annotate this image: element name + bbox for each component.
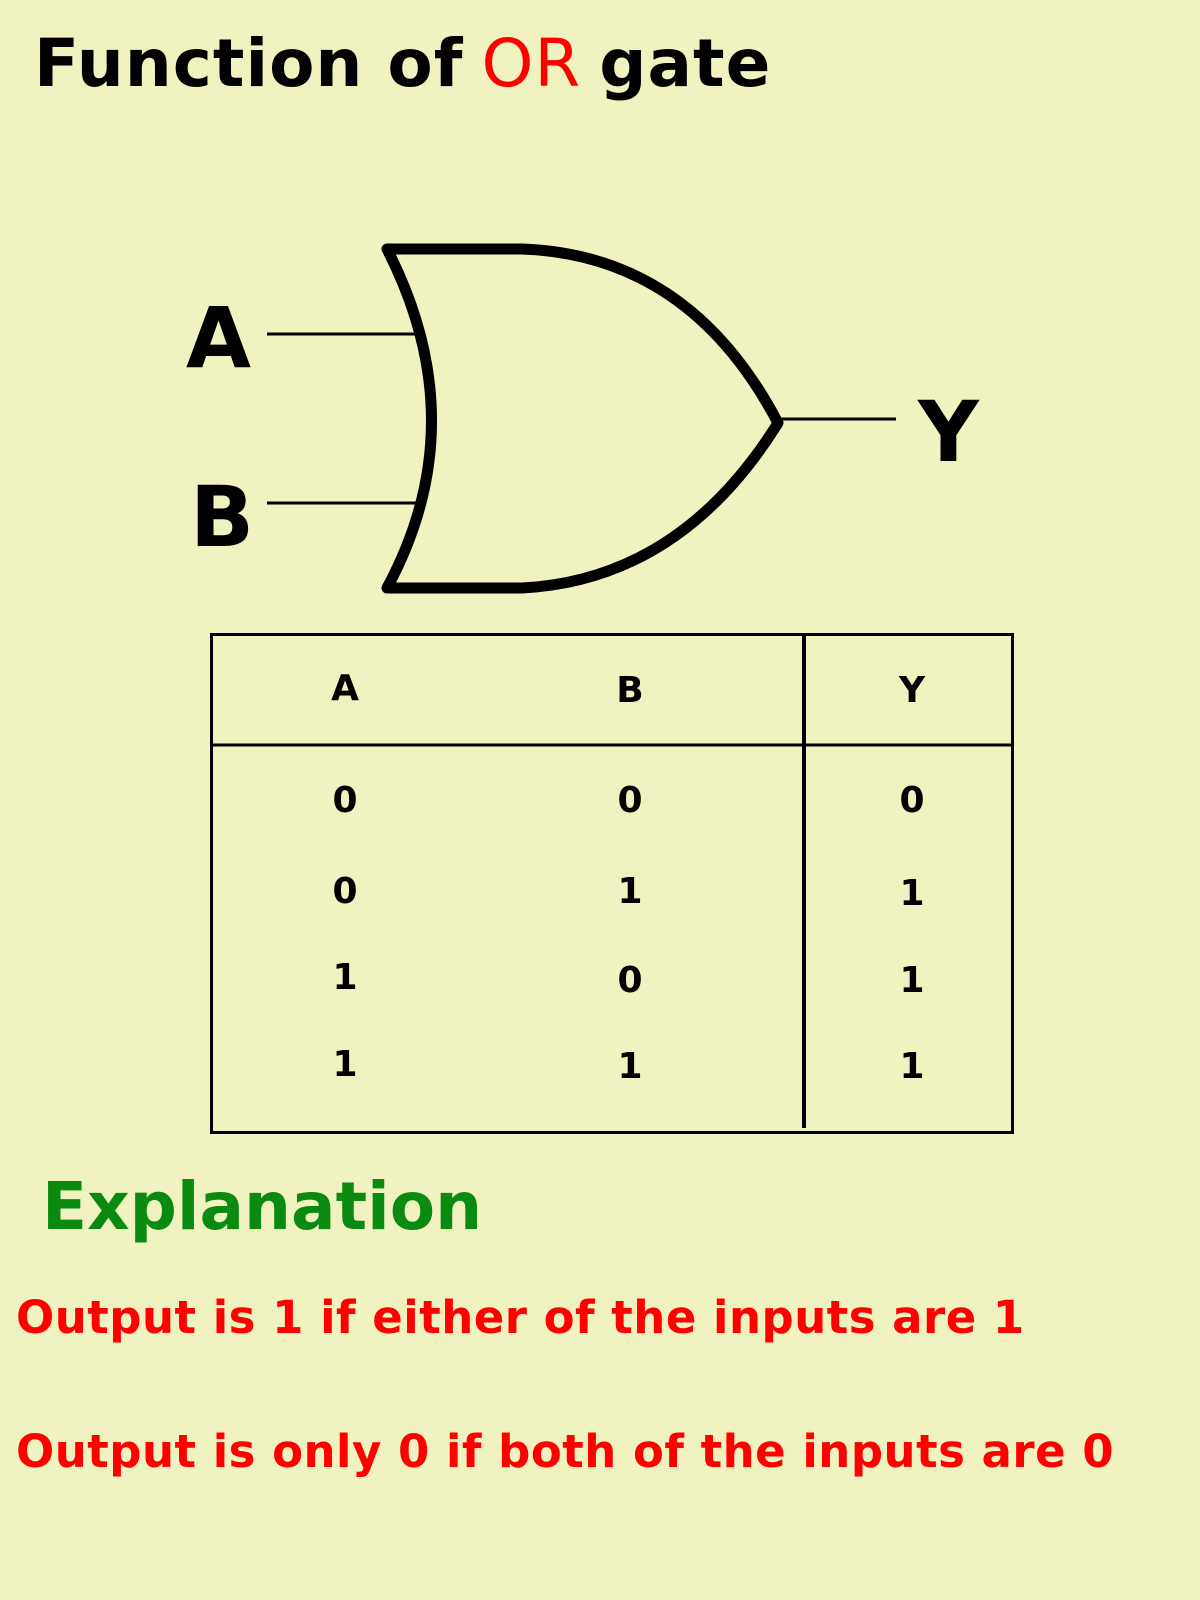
truth-table: A B Y 0 0 0 0 1 1 1 0 1 1 1 1 bbox=[210, 633, 1014, 1134]
output-y-label: Y bbox=[918, 383, 979, 481]
or-gate-body bbox=[381, 243, 784, 594]
table-cell-r1-y: 0 bbox=[899, 780, 925, 821]
header-cell-y: Y bbox=[898, 670, 926, 711]
input-a-label: A bbox=[186, 289, 252, 387]
title-highlight: OR bbox=[481, 25, 582, 102]
table-cell-r1-a: 0 bbox=[332, 780, 358, 821]
table-cell-r2-b: 1 bbox=[617, 871, 643, 912]
title-prefix: Function of bbox=[34, 25, 464, 102]
table-cell-r2-y: 1 bbox=[899, 873, 925, 914]
table-cell-r4-y: 1 bbox=[899, 1046, 925, 1087]
truth-table-grid bbox=[213, 636, 1011, 1128]
table-cell-r2-a: 0 bbox=[332, 871, 358, 912]
table-cell-r4-a: 1 bbox=[332, 1044, 358, 1085]
header-cell-a: A bbox=[331, 668, 359, 709]
explanation-heading: Explanation bbox=[42, 1168, 483, 1245]
table-cell-r3-y: 1 bbox=[899, 960, 925, 1001]
table-cell-r4-b: 1 bbox=[617, 1046, 643, 1087]
table-cell-r1-b: 0 bbox=[617, 780, 643, 821]
table-cell-r3-a: 1 bbox=[332, 957, 358, 998]
or-gate-diagram bbox=[267, 243, 896, 594]
table-cell-r3-b: 0 bbox=[617, 960, 643, 1001]
input-b-label: B bbox=[190, 468, 255, 566]
explanation-line-2: Output is only 0 if both of the inputs a… bbox=[16, 1425, 1115, 1478]
header-cell-b: B bbox=[616, 670, 644, 711]
explanation-line-1: Output is 1 if either of the inputs are … bbox=[16, 1291, 1025, 1344]
title-suffix: gate bbox=[599, 25, 772, 102]
